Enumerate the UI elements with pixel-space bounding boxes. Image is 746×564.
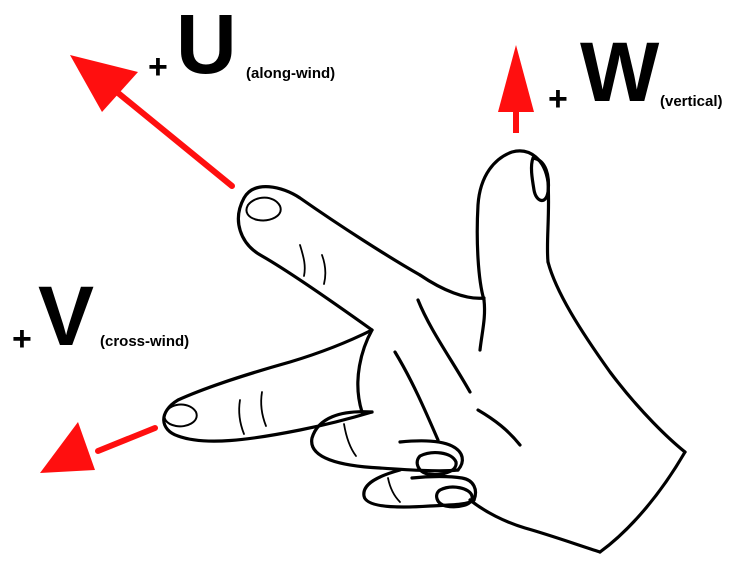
- u-sign: +: [148, 50, 168, 84]
- arrow-v: [40, 422, 155, 473]
- u-note: (along-wind): [246, 66, 335, 81]
- w-letter: W: [580, 30, 657, 114]
- u-letter: U: [176, 2, 235, 86]
- v-sign: +: [12, 322, 32, 356]
- v-note: (cross-wind): [100, 334, 189, 349]
- w-sign: +: [548, 82, 568, 116]
- w-note: (vertical): [660, 94, 723, 109]
- v-letter: V: [38, 274, 92, 358]
- hand-outline: [164, 151, 685, 552]
- arrow-w: [498, 45, 534, 133]
